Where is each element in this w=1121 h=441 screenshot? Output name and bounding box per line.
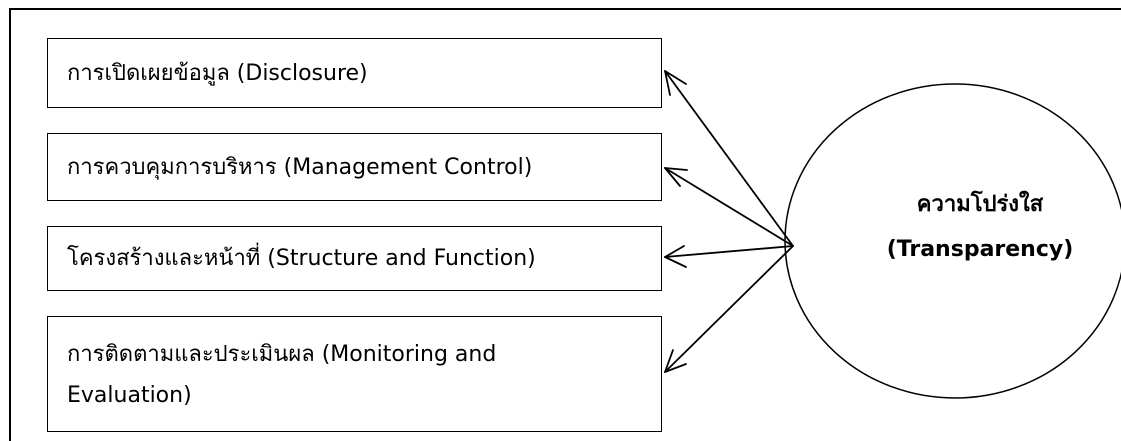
arrow-to-monitoring-and-evaluation <box>664 245 794 373</box>
transparency-label-english: (Transparency) <box>886 237 1074 262</box>
box-disclosure-label: การเปิดเผยข้อมูล (Disclosure) <box>67 60 368 86</box>
diagram-frame <box>9 8 1121 441</box>
box-disclosure: การเปิดเผยข้อมูล (Disclosure) <box>47 38 662 108</box>
box-management-control-label: การควบคุมการบริหาร (Management Control) <box>67 154 533 180</box>
box-structure-and-function-label: โครงสร้างและหน้าที่ (Structure and Funct… <box>67 246 536 271</box>
box-structure-and-function: โครงสร้างและหน้าที่ (Structure and Funct… <box>47 226 662 291</box>
arrow-to-structure-and-function <box>664 245 794 268</box>
arrow-to-management-control <box>664 167 794 247</box>
box-monitoring-and-evaluation-label: การติดตามและประเมินผล (Monitoring and Ev… <box>67 342 497 408</box>
box-monitoring-and-evaluation: การติดตามและประเมินผล (Monitoring and Ev… <box>47 316 662 432</box>
arrow-to-disclosure <box>664 70 794 247</box>
transparency-label-thai: ความโปร่งใส <box>916 192 1044 217</box>
box-management-control: การควบคุมการบริหาร (Management Control) <box>47 133 662 201</box>
transparency-label: ความโปร่งใส (Transparency) <box>830 182 1121 272</box>
